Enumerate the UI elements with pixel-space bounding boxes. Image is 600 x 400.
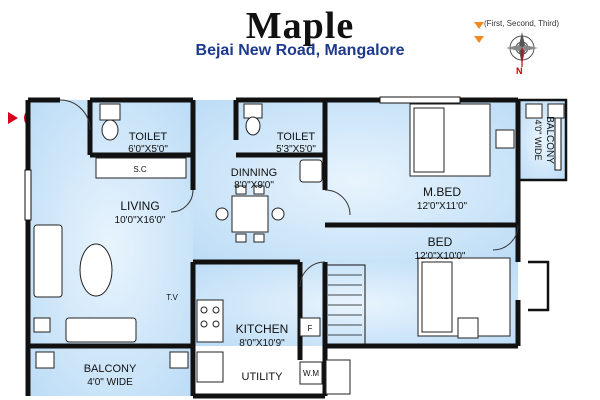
room-label-bed: BED 12'0"X10'0" [415,235,466,262]
fixture-label-fridge: F [308,324,313,333]
svg-text:8'0"X9'0": 8'0"X9'0" [234,180,274,191]
fixture-label-tv: T.V [166,293,178,302]
floor-marker-icon [474,22,484,29]
svg-text:12'0"X11'0": 12'0"X11'0" [417,201,468,212]
svg-text:12'0"X10'0": 12'0"X10'0" [415,251,466,262]
room-label-dinning: DINNING 8'0"X9'0" [231,167,277,191]
svg-text:LIVING: LIVING [120,199,159,213]
svg-text:BALCONY: BALCONY [544,116,555,164]
room-label-kitchen: KITCHEN 8'0"X10'9" [236,322,289,349]
north-label: N [516,66,523,76]
svg-text:4'0" WIDE: 4'0" WIDE [87,377,133,388]
svg-text:TOILET: TOILET [129,131,168,143]
room-label-living: LIVING 10'0"X16'0" [115,199,166,226]
svg-text:KITCHEN: KITCHEN [236,322,289,336]
windows [24,96,562,346]
room-label-toilet-2: TOILET 5'3"X5'0" [276,131,316,155]
svg-text:4'0" WIDE: 4'0" WIDE [533,120,543,161]
kitchen-counter [196,299,323,385]
floor-marker-icon [474,36,484,43]
room-label-utility: UTILITY [242,371,284,383]
fixture-label-wm: W.M [303,369,319,378]
svg-text:6'0"X5'0": 6'0"X5'0" [128,144,168,155]
room-label-balcony-1: BALCONY 4'0" WIDE [84,363,137,388]
svg-text:M.BED: M.BED [423,185,461,199]
room-label-balcony-2: BALCONY 4'0" WIDE [533,116,555,164]
toilet-fixtures [95,103,323,183]
project-location: Bejai New Road, Mangalore [195,42,405,59]
dining-table [215,185,285,243]
svg-text:BED: BED [428,235,453,249]
master-bed [409,103,515,177]
compass-rose-icon [506,32,538,67]
balcony-furniture [35,103,565,395]
door-swings [59,99,519,288]
svg-text:5'3"X5'0": 5'3"X5'0" [276,144,316,155]
project-title: Maple [245,5,355,47]
fixture-label-sc: S.C [133,165,147,174]
svg-text:UTILITY: UTILITY [242,371,284,383]
svg-text:8'0"X10'9": 8'0"X10'9" [239,338,285,349]
svg-text:10'0"X16'0": 10'0"X16'0" [115,215,166,226]
svg-text:DINNING: DINNING [231,167,277,179]
entry-arrow-icon [8,112,18,124]
room-label-master-bed: M.BED 12'0"X11'0" [417,185,468,212]
room-label-toilet-1: TOILET 6'0"X5'0" [128,131,168,155]
living-sofa [33,224,137,343]
floors-note: (First, Second, Third) [484,19,559,28]
bed [417,257,511,339]
svg-text:TOILET: TOILET [277,131,316,143]
svg-text:BALCONY: BALCONY [84,363,137,375]
